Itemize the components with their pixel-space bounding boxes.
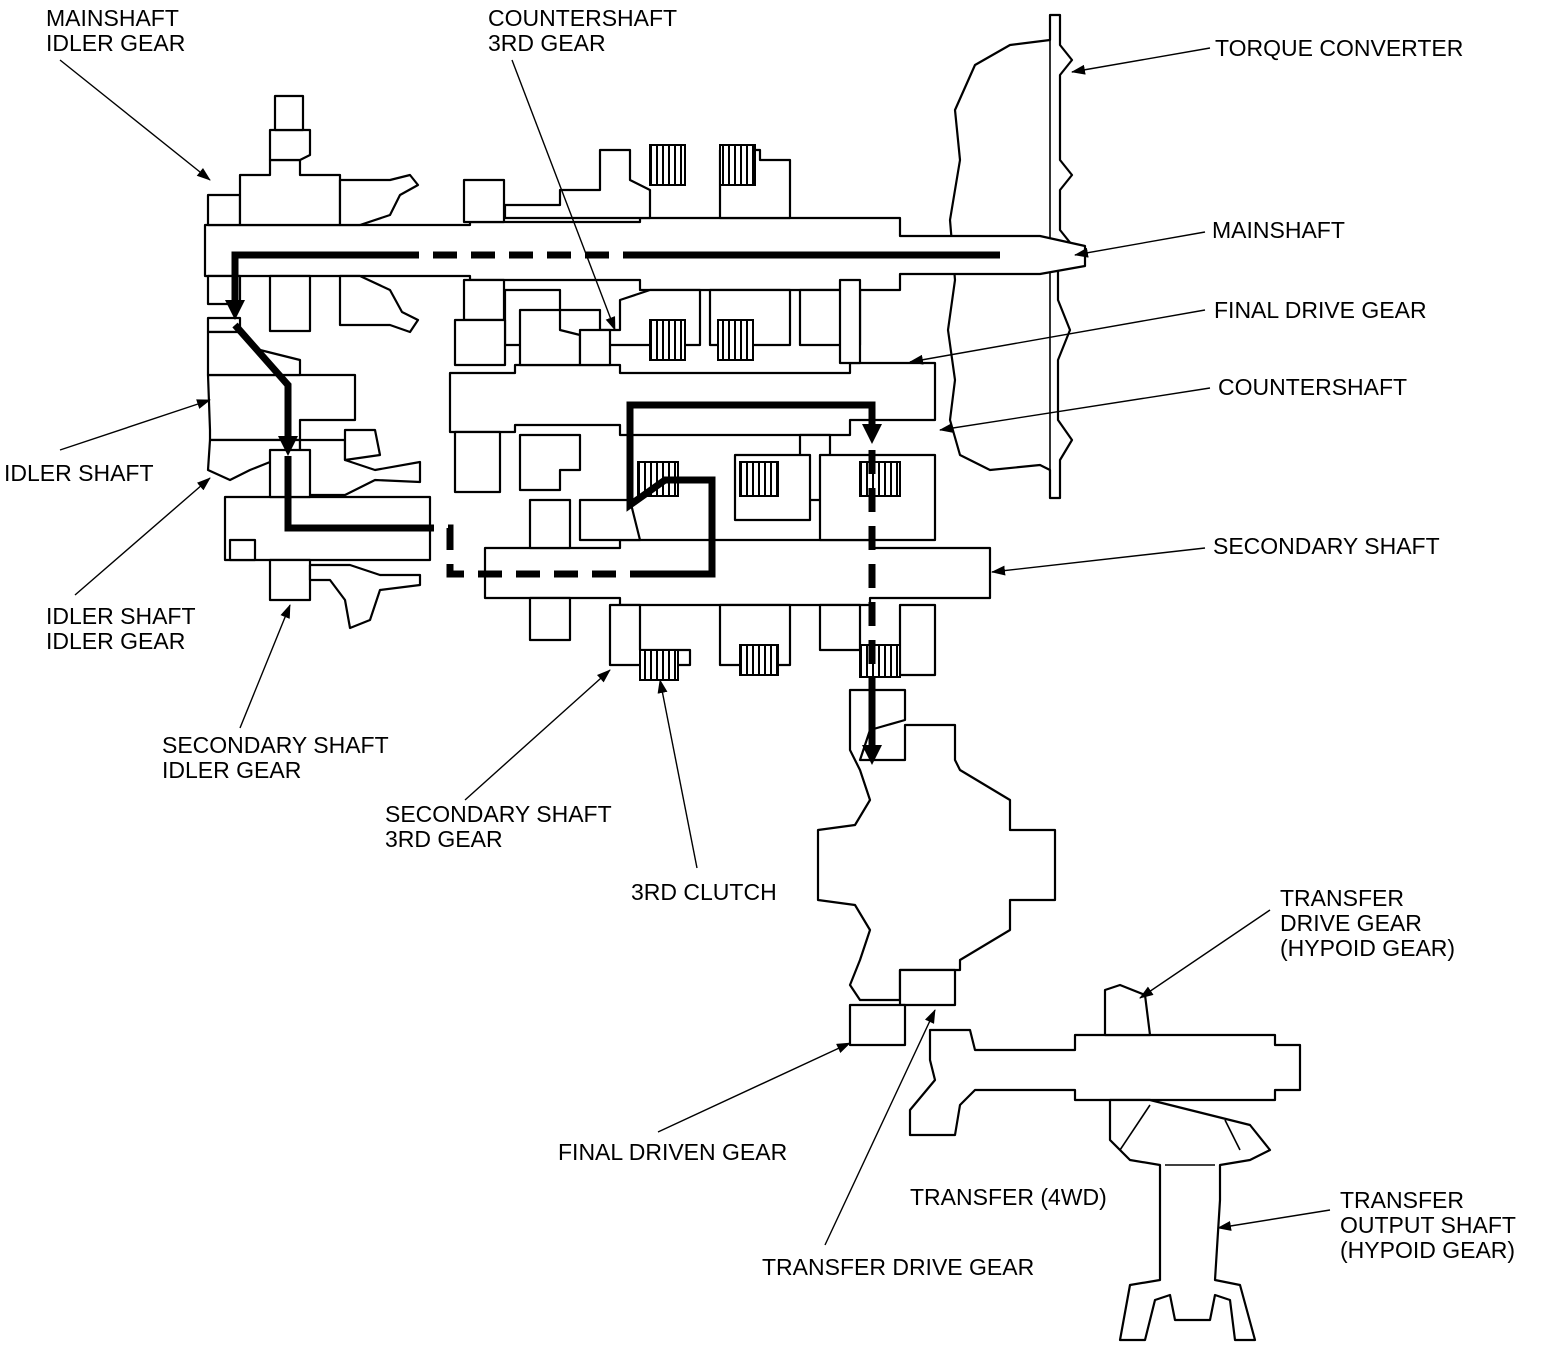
leader-secondary-shaft-idler-gear bbox=[239, 604, 291, 729]
label-idler-shaft-idler-gear: IDLER SHAFT IDLER GEAR bbox=[46, 603, 202, 654]
leader-lines bbox=[59, 47, 1331, 1246]
leader-transfer-drive-gear-hypoid bbox=[1139, 909, 1271, 999]
label-idler-shaft: IDLER SHAFT bbox=[4, 460, 154, 486]
flow-arrowhead-1 bbox=[225, 300, 245, 320]
flow-idler-to-secondary bbox=[284, 456, 410, 532]
leader-countershaft-3rd-gear bbox=[511, 59, 616, 331]
flow-arrowhead-2 bbox=[278, 436, 298, 456]
label-torque-converter: TORQUE CONVERTER bbox=[1215, 35, 1463, 61]
flow-secondary-dashed-connector bbox=[410, 524, 645, 578]
label-transfer-drive-gear-hypoid: TRANSFER DRIVE GEAR (HYPOID GEAR) bbox=[1280, 885, 1455, 961]
clutch-pack-right-lower bbox=[859, 644, 901, 678]
leader-3rd-clutch bbox=[657, 679, 698, 869]
leader-final-driven-gear bbox=[657, 1042, 851, 1133]
leader-secondary-shaft bbox=[991, 547, 1206, 576]
flow-idler-diagonal bbox=[232, 322, 292, 440]
mainshaft-clutch-pack-lower-2 bbox=[717, 319, 754, 361]
label-final-drive-gear: FINAL DRIVE GEAR bbox=[1214, 297, 1427, 323]
leader-secondary-shaft-3rd-gear bbox=[464, 669, 611, 801]
label-mainshaft: MAINSHAFT bbox=[1212, 217, 1345, 243]
idler-shaft-assembly bbox=[206, 330, 422, 497]
label-transfer-drive-gear: TRANSFER DRIVE GEAR bbox=[762, 1254, 1034, 1280]
label-mainshaft-idler-gear: MAINSHAFT IDLER GEAR bbox=[46, 5, 185, 56]
flow-mainshaft-to-idler bbox=[231, 251, 395, 305]
final-drive-and-differential bbox=[816, 688, 1302, 1342]
mainshaft-clutch-pack-upper-2 bbox=[719, 144, 756, 186]
label-countershaft-3rd-gear: COUNTERSHAFT 3RD GEAR bbox=[488, 5, 683, 56]
flow-arrowhead-4 bbox=[862, 745, 882, 765]
leader-transfer-output-shaft bbox=[1217, 1209, 1331, 1231]
mainshaft-clutch-pack-lower-1 bbox=[649, 319, 686, 361]
clutch-pack-middle bbox=[739, 461, 779, 497]
flow-secondary-third-clutch bbox=[626, 401, 876, 578]
power-flow-path bbox=[225, 251, 1000, 765]
leader-transfer-drive-gear bbox=[824, 1009, 936, 1246]
label-transfer-4wd: TRANSFER (4WD) bbox=[910, 1184, 1107, 1210]
label-secondary-shaft-3rd-gear: SECONDARY SHAFT 3RD GEAR bbox=[385, 801, 618, 852]
label-secondary-shaft-idler-gear: SECONDARY SHAFT IDLER GEAR bbox=[162, 732, 395, 783]
mainshaft-clutch-pack-upper-1 bbox=[649, 144, 686, 186]
labels: MAINSHAFT IDLER GEAR COUNTERSHAFT 3RD GE… bbox=[4, 5, 1522, 1280]
clutch-pack-right-upper bbox=[859, 461, 901, 497]
label-transfer-output-shaft: TRANSFER OUTPUT SHAFT (HYPOID GEAR) bbox=[1340, 1187, 1522, 1263]
label-3rd-clutch: 3RD CLUTCH bbox=[631, 879, 777, 905]
leader-idler-shaft bbox=[59, 399, 211, 451]
label-final-driven-gear: FINAL DRIVEN GEAR bbox=[558, 1139, 787, 1165]
leader-mainshaft bbox=[1074, 231, 1206, 258]
flow-arrowhead-3 bbox=[862, 424, 882, 444]
label-secondary-shaft: SECONDARY SHAFT bbox=[1213, 533, 1440, 559]
clutch-pack-lower-middle bbox=[739, 644, 779, 676]
leader-countershaft bbox=[939, 387, 1211, 433]
leader-idler-shaft-idler-gear bbox=[74, 477, 211, 596]
leader-final-drive-gear bbox=[909, 309, 1206, 365]
label-countershaft: COUNTERSHAFT bbox=[1218, 374, 1407, 400]
countershaft-assembly bbox=[448, 278, 937, 502]
third-clutch-pack-lower bbox=[639, 649, 679, 681]
leader-torque-converter bbox=[1071, 47, 1211, 75]
leader-mainshaft-idler-gear bbox=[59, 59, 211, 181]
